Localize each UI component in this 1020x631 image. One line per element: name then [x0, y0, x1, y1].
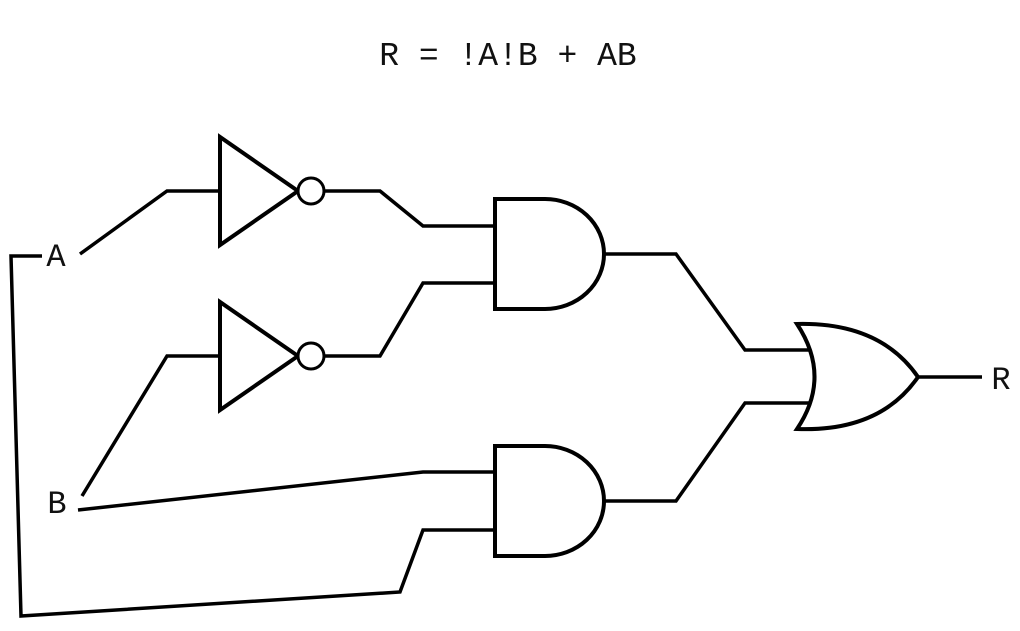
equation-title: R = !A!B + AB: [379, 38, 636, 75]
not-gate-a-bubble: [296, 176, 326, 206]
wire-a-to-not-a: [78, 189, 220, 256]
wire-b-to-not-b: [80, 354, 220, 497]
wire-not-a-to-and: [324, 189, 495, 228]
not-gate-b: [218, 298, 326, 414]
and-gate-not-a-not-b: [493, 197, 606, 311]
wire-b-to-and-ab: [77, 470, 495, 512]
not-gate-a-triangle: [218, 133, 302, 249]
not-gate-a: [218, 133, 326, 249]
or-gate: [793, 321, 921, 432]
and-gate-a-b: [493, 444, 606, 558]
wire-and-nab-to-or: [605, 252, 814, 352]
wire-and-ab-to-or: [605, 401, 814, 503]
output-label-r: R: [991, 362, 1010, 399]
wires: [9, 189, 982, 618]
input-label-a: A: [46, 239, 66, 276]
input-label-b: B: [47, 486, 66, 523]
not-gate-b-bubble: [296, 341, 326, 371]
wire-not-b-to-and: [324, 281, 495, 358]
wire-a-to-and-ab: [9, 254, 495, 618]
not-gate-b-triangle: [218, 298, 302, 414]
